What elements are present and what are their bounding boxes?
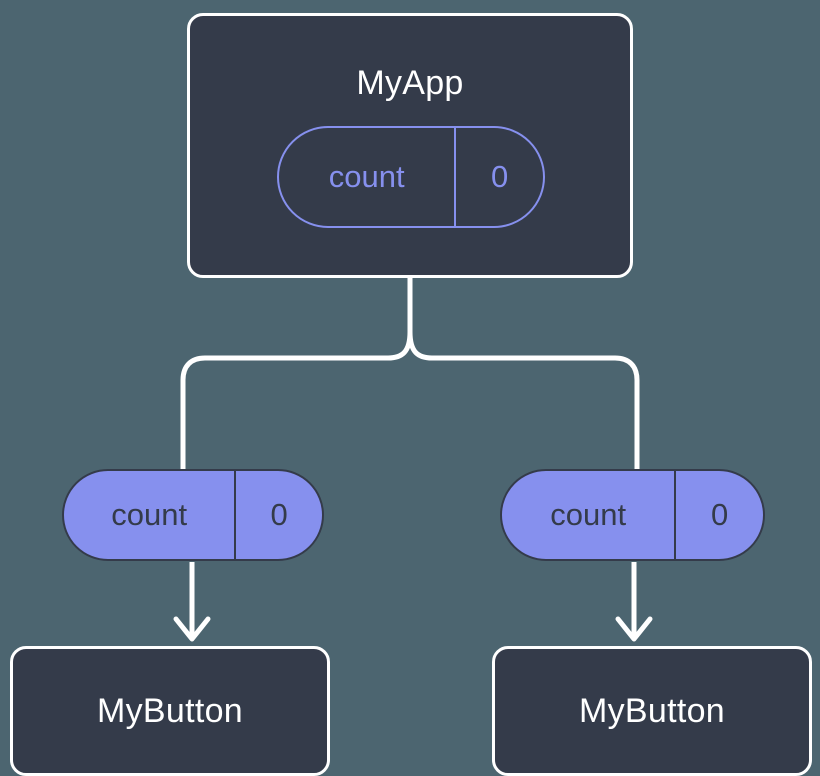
prop-pill-left-key: count	[111, 497, 188, 532]
root-component-label: MyApp	[356, 64, 464, 102]
prop-pill-left-value: 0	[234, 471, 322, 559]
left-child-component-label: MyButton	[96, 691, 244, 730]
right-child-component-label: MyButton	[578, 691, 726, 730]
prop-pill-left[interactable]: count 0	[62, 469, 324, 561]
state-pill-root-value: 0	[454, 128, 543, 226]
prop-pill-right-value: 0	[674, 471, 763, 559]
prop-pill-right-key: count	[550, 497, 627, 532]
prop-pill-right[interactable]: count 0	[500, 469, 765, 561]
component-node-right-child[interactable]: MyButton	[492, 646, 812, 776]
arrow-left-head-icon	[173, 616, 211, 642]
state-pill-root[interactable]: count 0	[277, 126, 545, 228]
connector-branch-left	[180, 329, 413, 473]
state-pill-root-key: count	[328, 159, 405, 194]
component-node-left-child[interactable]: MyButton	[10, 646, 330, 776]
arrow-right-head-icon	[615, 616, 653, 642]
connector-branch-right	[407, 329, 640, 473]
